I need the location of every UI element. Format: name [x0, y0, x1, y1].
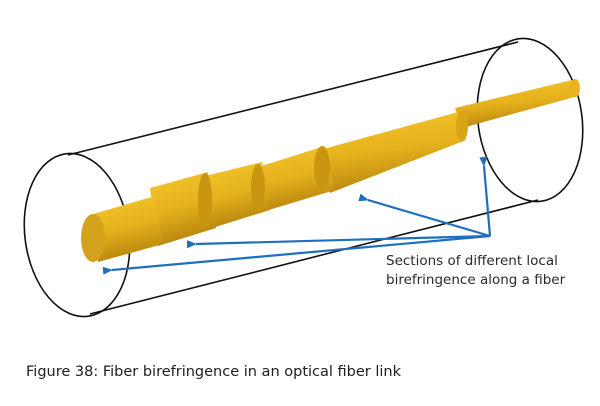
fiber-section-long — [320, 112, 466, 193]
fiber-core — [81, 79, 580, 262]
arrow-to-thin-section — [479, 156, 492, 237]
annotation-line-2: birefringence along a fiber — [386, 272, 566, 288]
fiber-section-left — [90, 196, 163, 262]
cladding-bottom-edge — [89, 199, 539, 315]
arrow-to-ridged-section — [186, 234, 491, 249]
cladding-outline — [23, 37, 584, 318]
annotation-text: Sections of different local birefringenc… — [386, 252, 565, 290]
cladding-top-edge — [67, 41, 519, 156]
fiber-end-face — [81, 214, 105, 262]
figure-caption: Figure 38: Fiber birefringence in an opt… — [26, 364, 402, 380]
annotation-arrows — [102, 156, 492, 275]
fiber-section-thin — [455, 80, 578, 128]
cladding-right-end — [476, 37, 584, 203]
annotation-line-1: Sections of different local — [386, 253, 558, 269]
arrow-to-left-section — [102, 234, 491, 275]
arrow-to-long-section — [358, 193, 491, 238]
